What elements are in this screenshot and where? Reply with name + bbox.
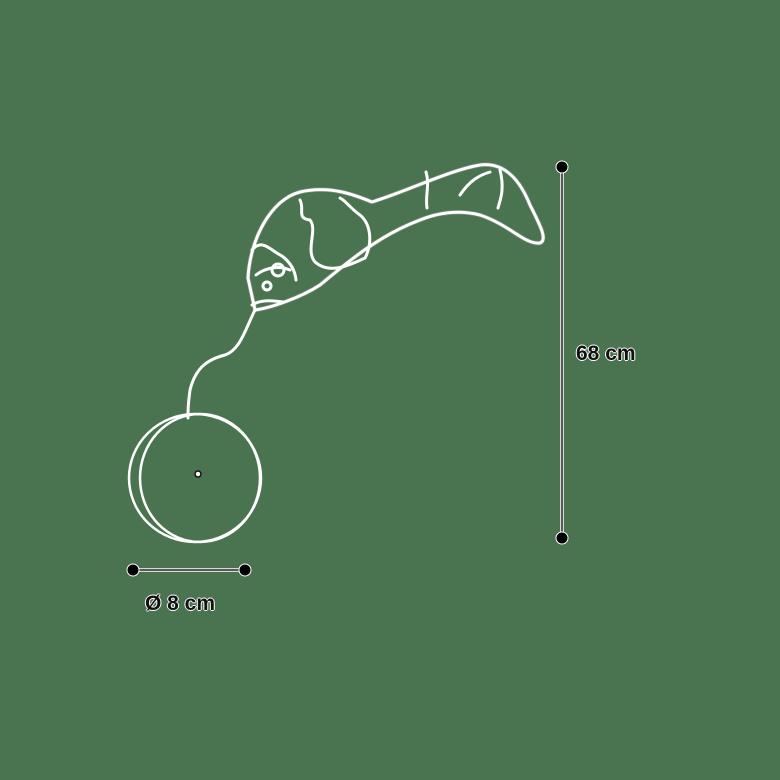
height-label: 68 cm xyxy=(576,342,636,365)
diameter-dimension-line xyxy=(126,563,252,577)
base-disc-front xyxy=(138,412,262,544)
feather-outline xyxy=(246,163,545,312)
base-center-hole xyxy=(194,470,202,478)
string xyxy=(186,308,257,420)
diameter-label: Ø 8 cm xyxy=(145,592,216,615)
height-dimension-line xyxy=(555,160,569,545)
